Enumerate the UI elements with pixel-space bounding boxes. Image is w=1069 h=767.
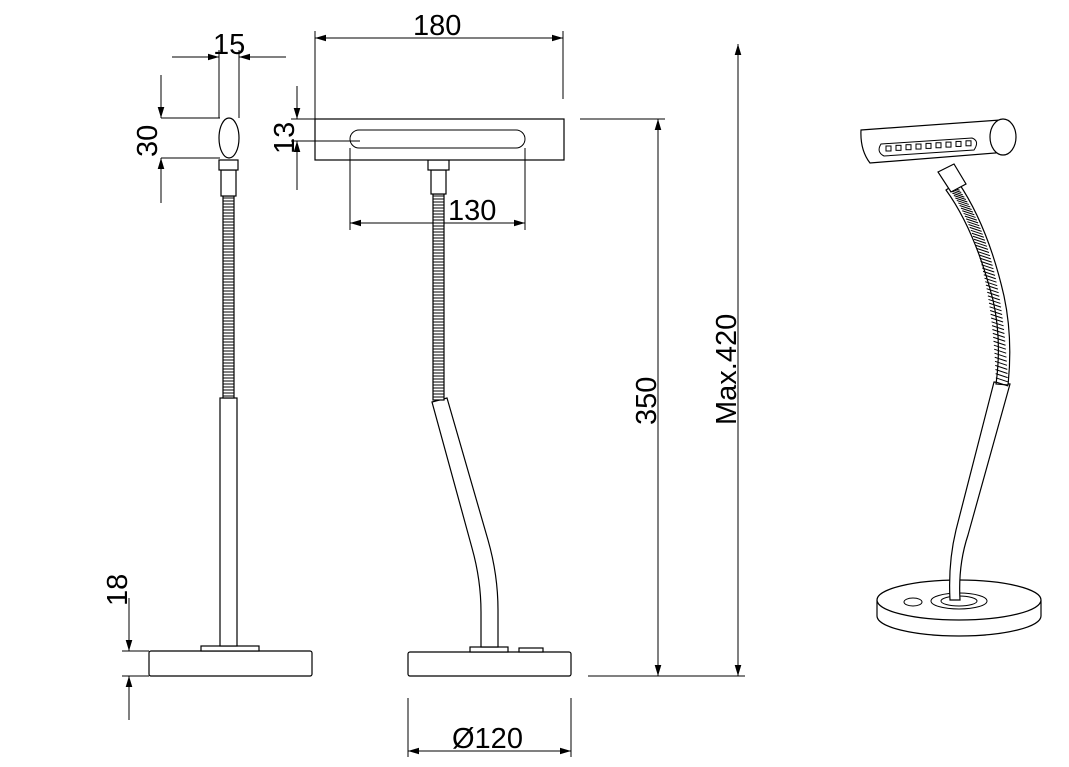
perspective-view-switch [903, 597, 923, 607]
front-view: 180 13 130 350 Max.420 Ø120 [269, 10, 745, 757]
perspective-view-light-strip [878, 137, 978, 157]
side-view-base [148, 650, 313, 677]
front-view-light-strip [349, 129, 526, 149]
dimension-base-diameter: Ø120 [452, 723, 523, 755]
dimension-head-depth: 13 [269, 122, 301, 154]
perspective-view-lower-tube [949, 381, 1011, 601]
dimension-base-height: 18 [102, 574, 134, 606]
perspective-view-head [860, 119, 1009, 164]
side-view-lower-tube [219, 397, 238, 647]
side-view: 15 30 18 [102, 29, 313, 720]
side-view-gooseneck-coils [223, 197, 234, 397]
front-view-head [314, 118, 565, 161]
dimension-max-height: Max.420 [711, 314, 743, 425]
dimension-head-width: 15 [213, 29, 245, 61]
side-view-head [218, 117, 240, 159]
front-view-lower-tube [431, 397, 499, 648]
dimension-head-height: 30 [132, 125, 164, 157]
front-view-base [407, 651, 572, 677]
perspective-view-gooseneck [945, 181, 1011, 386]
perspective-view [860, 118, 1042, 637]
front-view-gooseneck [432, 193, 445, 401]
front-view-switch [518, 647, 544, 653]
dimension-light-strip-length: 130 [448, 195, 496, 227]
dimension-height: 350 [631, 377, 663, 425]
perspective-view-led-dots [885, 140, 972, 152]
dimension-head-length: 180 [413, 10, 461, 42]
front-view-gooseneck-coils [433, 195, 444, 398]
perspective-view-gooseneck-coils [945, 183, 1009, 387]
